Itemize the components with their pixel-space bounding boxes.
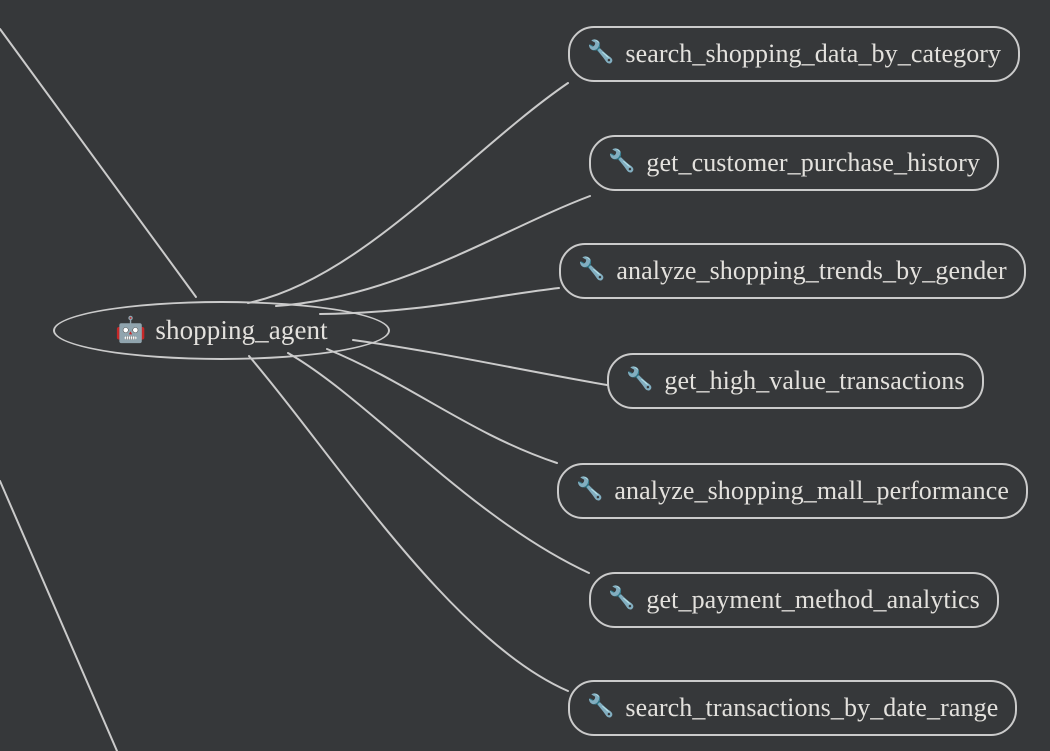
edge-offscreen-top-left <box>0 28 197 298</box>
robot-emoji-icon: 🤖 <box>115 315 147 344</box>
tool-node-analyze-shopping-trends-by-gender[interactable]: 🔧 analyze_shopping_trends_by_gender <box>559 243 1026 299</box>
agent-node-shopping-agent[interactable]: 🤖 shopping_agent <box>53 301 390 360</box>
edge-agent-to-tool-7 <box>248 355 569 692</box>
tool-node-label: analyze_shopping_mall_performance <box>614 476 1010 505</box>
wrench-icon: 🔧 <box>578 257 606 282</box>
tool-node-get-high-value-transactions[interactable]: 🔧 get_high_value_transactions <box>607 353 984 409</box>
tool-node-label: analyze_shopping_trends_by_gender <box>616 256 1007 285</box>
edge-agent-to-tool-5 <box>326 348 558 464</box>
tool-node-label: get_customer_purchase_history <box>646 148 980 177</box>
tool-node-search-shopping-data-by-category[interactable]: 🔧 search_shopping_data_by_category <box>568 26 1021 82</box>
agent-node-label: shopping_agent <box>155 315 328 345</box>
edge-agent-to-tool-4 <box>352 339 608 386</box>
wrench-icon: 🔧 <box>608 149 636 174</box>
wrench-icon: 🔧 <box>626 367 654 392</box>
wrench-icon: 🔧 <box>587 694 615 719</box>
tool-node-label: search_shopping_data_by_category <box>625 39 1002 68</box>
tool-node-search-transactions-by-date-range[interactable]: 🔧 search_transactions_by_date_range <box>568 680 1018 736</box>
wrench-icon: 🔧 <box>608 586 636 611</box>
tool-node-label: search_transactions_by_date_range <box>625 693 999 722</box>
tool-node-label: get_payment_method_analytics <box>646 585 980 614</box>
wrench-icon: 🔧 <box>576 477 604 502</box>
edge-agent-to-tool-6 <box>287 352 590 574</box>
wrench-icon: 🔧 <box>587 40 615 65</box>
tool-node-get-customer-purchase-history[interactable]: 🔧 get_customer_purchase_history <box>589 135 999 191</box>
edge-offscreen-bottom-left <box>0 480 118 751</box>
edge-agent-to-tool-1 <box>247 82 569 304</box>
tool-node-analyze-shopping-mall-performance[interactable]: 🔧 analyze_shopping_mall_performance <box>557 463 1029 519</box>
tool-node-label: get_high_value_transactions <box>664 366 965 395</box>
tool-node-get-payment-method-analytics[interactable]: 🔧 get_payment_method_analytics <box>589 572 999 628</box>
edge-agent-to-tool-2 <box>275 195 591 307</box>
